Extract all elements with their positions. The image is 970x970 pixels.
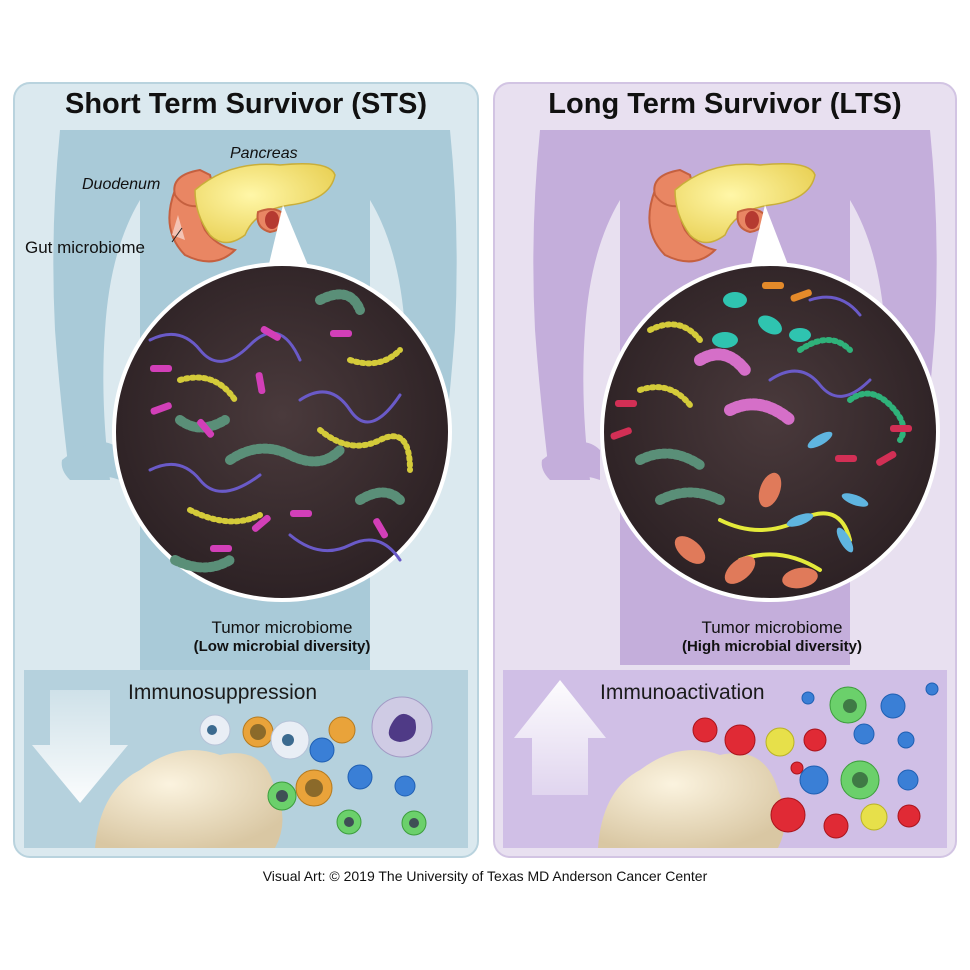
arrow-down-icon [32,690,128,803]
immune-cells [199,696,433,836]
pancreas-label: Pancreas [230,145,298,162]
microbiome-magnified-circle [600,262,940,602]
sts-title: Short Term Survivor (STS) [64,88,428,120]
lts-title: Long Term Survivor (LTS) [548,88,902,120]
sts-panel [13,82,479,858]
sts-immune-area [24,670,468,848]
sts-caption: Tumor microbiome (Low microbial diversit… [150,618,414,655]
lts-caption: Tumor microbiome (High microbial diversi… [640,618,904,655]
microbiome-magnified-circle [112,262,452,602]
sts-caption-line2: (Low microbial diversity) [193,638,371,655]
lts-caption-line1: Tumor microbiome [701,618,843,637]
pancreas-duodenum-illustration [168,163,336,263]
lts-panel [493,82,957,858]
duodenum-label: Duodenum [82,176,161,193]
tumor-mass [598,750,785,848]
credit-line: Visual Art: © 2019 The University of Tex… [262,868,708,884]
gut-microbiome-label: Gut microbiome [25,238,145,257]
pancreas-duodenum-illustration [648,163,816,263]
tumor-mass [95,750,283,848]
lts-immune-label: Immunoactivation [600,681,765,704]
arrow-up-icon [514,680,606,795]
sts-caption-line1: Tumor microbiome [211,618,353,637]
sts-immune-label: Immunosuppression [128,681,318,704]
lts-caption-line2: (High microbial diversity) [681,638,863,655]
immune-cells [692,682,939,839]
lts-immune-area [503,670,947,848]
